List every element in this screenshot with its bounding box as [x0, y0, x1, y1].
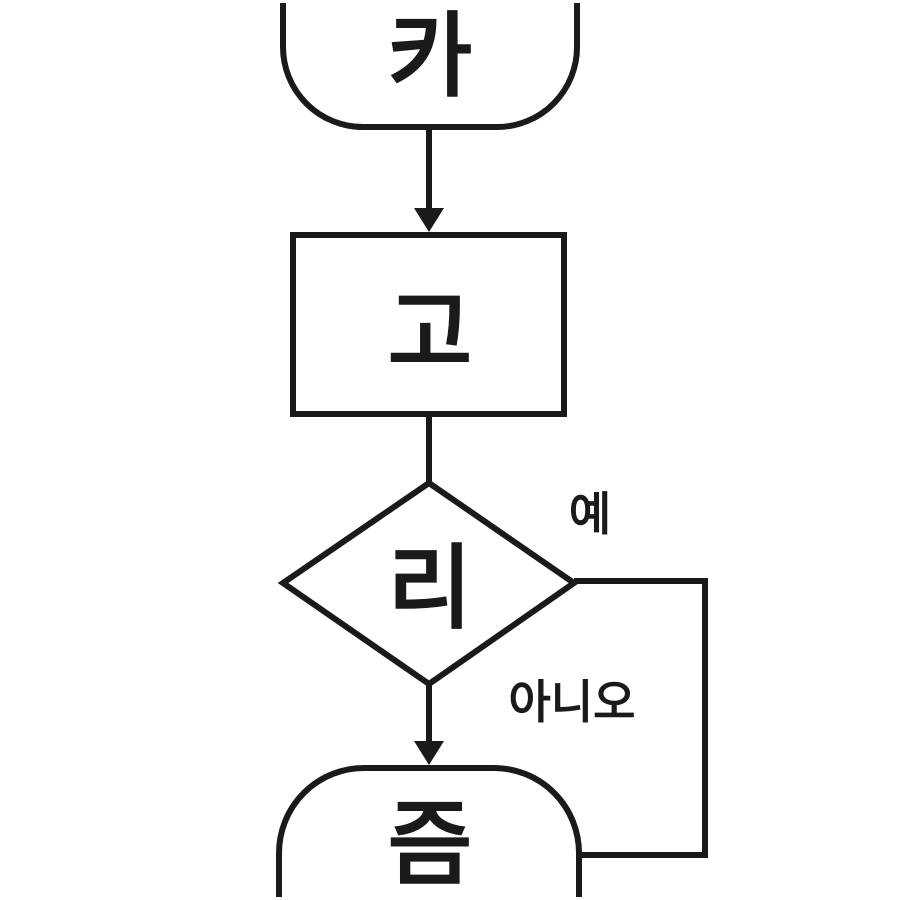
- yes-path: [574, 578, 708, 858]
- no-label: 아니오: [509, 675, 636, 729]
- decision-label: 리: [388, 535, 473, 642]
- process-label: 고: [388, 280, 473, 387]
- start-label: 카: [388, 3, 473, 110]
- arrowhead-icon: [414, 208, 444, 232]
- arrowhead-icon: [414, 741, 444, 765]
- end-terminal: [276, 765, 582, 897]
- end-label: 즘: [388, 791, 473, 898]
- yes-label: 예: [569, 487, 611, 541]
- process-box: [290, 232, 567, 417]
